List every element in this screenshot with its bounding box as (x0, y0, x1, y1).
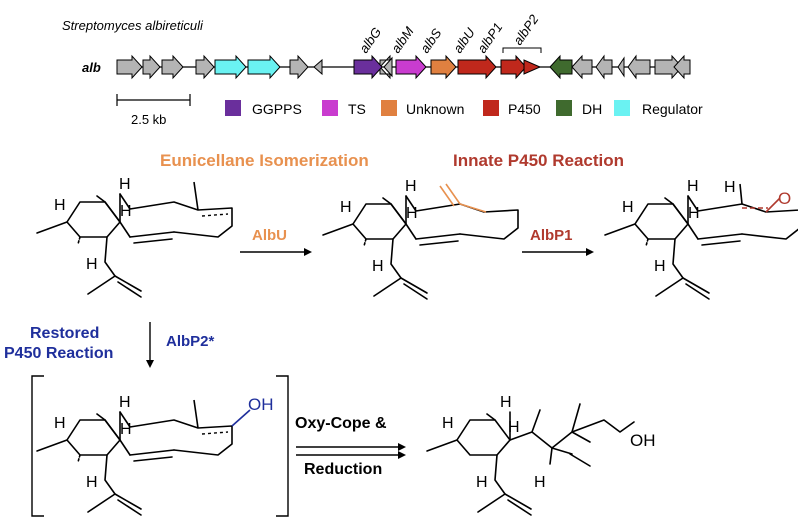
legend-swatch-dh (556, 100, 572, 116)
restored-line1: Restored (30, 325, 99, 342)
bracket-right (276, 375, 289, 517)
legend-swatch-p450 (483, 100, 499, 116)
molecule-final-product (426, 403, 635, 516)
gene-arrow (654, 54, 683, 80)
gene-arrow-regulator (247, 54, 281, 80)
gene-arrow-albM (395, 54, 427, 80)
atom-label-h: H (622, 199, 634, 216)
atom-label-h: H (687, 178, 699, 195)
legend-swatch-ggpps (225, 100, 241, 116)
gene-arrow (289, 54, 309, 80)
organism-name: Streptomyces albireticuli (62, 18, 204, 33)
gene-label-albM: albM (388, 24, 417, 56)
arrow-head (398, 451, 406, 459)
atom-label-h: H (654, 258, 666, 275)
legend: GGPPS TS Unknown P450 DH Regulator (225, 100, 703, 117)
enzyme-label-albp1: AlbP1 (530, 227, 573, 244)
scale-label: 2.5 kb (131, 112, 166, 127)
gene-label-albG: albG (356, 25, 384, 56)
gene-label-albP2: albP2 (510, 11, 542, 47)
gene-label-albS: albS (417, 26, 444, 56)
gene-arrow (571, 54, 593, 80)
legend-swatch-unknown (381, 100, 397, 116)
atom-label-oh: OH (248, 395, 274, 414)
molecule-innate-product: H H H H H O (604, 178, 798, 300)
gene-arrow-albP1 (457, 54, 497, 80)
atom-label-h: H (120, 421, 132, 438)
atom-label-h: H (119, 394, 131, 411)
legend-label-dh: DH (582, 101, 602, 117)
atom-label-h: H (500, 394, 512, 411)
gene-arrow (161, 54, 184, 80)
atom-label-h: H (340, 199, 352, 216)
atom-label-h: H (120, 203, 132, 220)
atom-label-h: H (405, 178, 417, 195)
enzyme-label-albp2: AlbP2* (166, 333, 215, 350)
atom-label-h: H (406, 205, 418, 222)
enzyme-label-albu: AlbU (252, 227, 287, 244)
legend-label-regulator: Regulator (642, 101, 703, 117)
gene-arrow (673, 54, 691, 80)
oxy-cope-line2: Reduction (304, 461, 382, 478)
atom-label-h: H (688, 205, 700, 222)
molecule-start: H H H H (36, 176, 233, 298)
final-product-labels: H H H H H OH (442, 394, 656, 491)
atom-label-h: H (442, 415, 454, 432)
gene-arrow (116, 54, 143, 80)
gene-arrow (595, 54, 613, 80)
gene-arrow-dh (549, 54, 573, 80)
gene-arrow-regulator (214, 54, 247, 80)
gene-arrow (627, 54, 651, 80)
restored-line2: P450 Reaction (4, 345, 113, 362)
atom-label-h: H (54, 197, 66, 214)
atom-label-h: H (508, 419, 520, 436)
bracket-left (31, 375, 44, 517)
gene-arrow (195, 54, 215, 80)
atom-label-h: H (534, 474, 546, 491)
atom-label-h: H (54, 415, 66, 432)
title-isomerization: Eunicellane Isomerization (160, 151, 369, 170)
atom-label-o: O (778, 189, 791, 208)
legend-swatch-regulator (614, 100, 630, 116)
atom-label-h: H (724, 179, 736, 196)
gene-arrow (379, 54, 391, 80)
scale-bar (116, 94, 191, 106)
gene-arrow (383, 56, 393, 78)
albP2-bracket (502, 47, 542, 53)
legend-label-p450: P450 (508, 101, 541, 117)
arrow-head (398, 443, 406, 451)
arrow-head (586, 248, 594, 256)
legend-swatch-ts (322, 100, 338, 116)
oxy-cope-line1: Oxy-Cope & (295, 415, 387, 432)
gene-arrow (142, 54, 161, 80)
legend-label-unknown: Unknown (406, 101, 464, 117)
atom-label-h: H (119, 176, 131, 193)
atom-label-h: H (86, 474, 98, 491)
gene-arrow-albG (353, 54, 383, 80)
gene-arrow-albS (430, 54, 457, 80)
atom-label-oh: OH (630, 431, 656, 450)
legend-label-ggpps: GGPPS (252, 101, 302, 117)
arrow-head (146, 360, 154, 368)
atom-label-h: H (372, 258, 384, 275)
gene-arrow (617, 56, 625, 78)
arrow-head (304, 248, 312, 256)
cluster-label: alb (82, 60, 101, 75)
gene-arrow-albP2b (523, 59, 542, 75)
legend-label-ts: TS (348, 101, 366, 117)
gene-arrow (313, 58, 323, 76)
title-innate-p450: Innate P450 Reaction (453, 151, 624, 170)
atom-label-h: H (476, 474, 488, 491)
gene-arrow-albP2a (500, 54, 527, 80)
gene-label-albU: albU (450, 25, 478, 56)
atom-label-h: H (86, 256, 98, 273)
molecule-alcohol-intermediate: H H H H OH (36, 394, 274, 516)
gene-label-albP1: albP1 (474, 20, 505, 56)
gene-cluster: Streptomyces albireticuli alb (62, 11, 703, 127)
molecule-intermediate: H H H H (322, 178, 519, 300)
